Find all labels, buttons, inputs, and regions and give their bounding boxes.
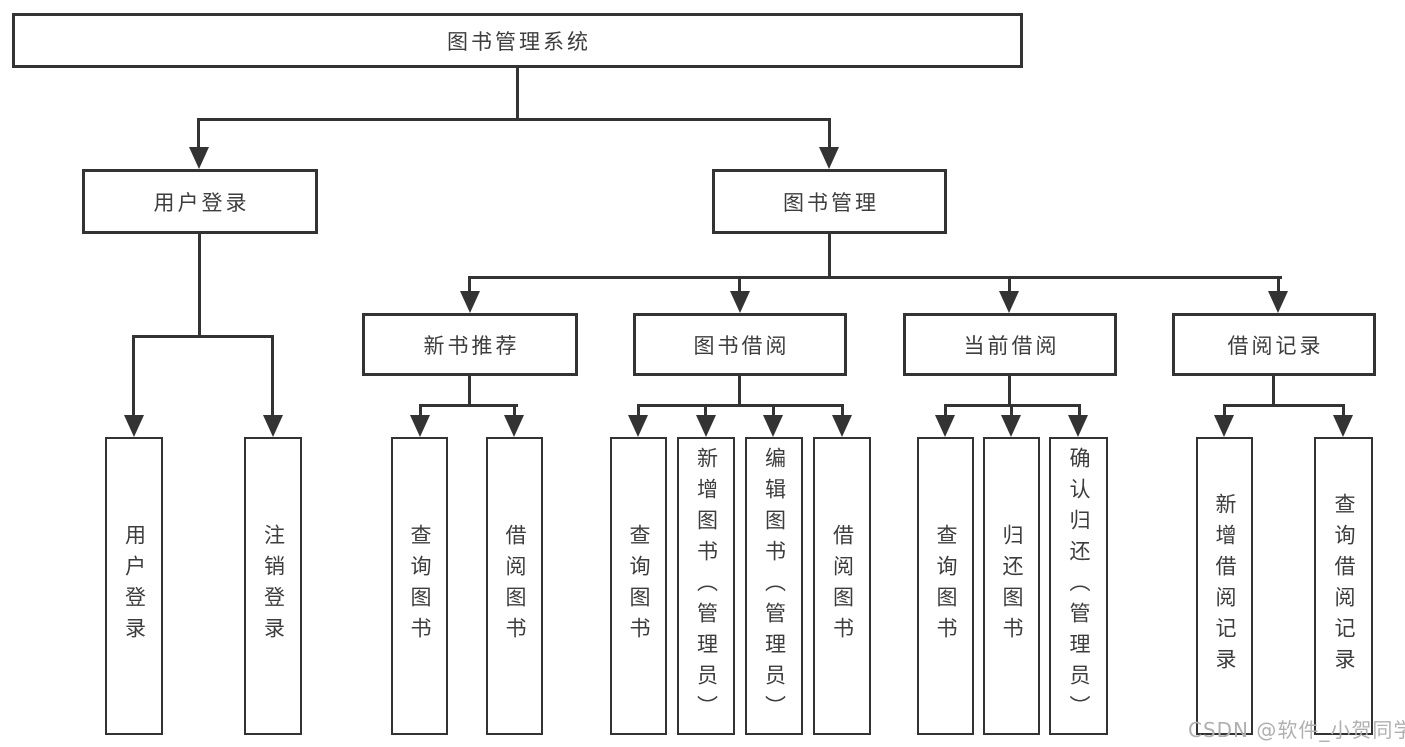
- connector-line: [1010, 404, 1013, 418]
- arrow-down-icon: [263, 415, 283, 437]
- arrow-down-icon: [1333, 415, 1353, 437]
- leaf-confirm-return-admin: 确认归还（管理员）: [1049, 437, 1108, 735]
- arrow-down-icon: [189, 147, 209, 169]
- arrow-down-icon: [504, 415, 524, 437]
- leaf-user-login: 用户登录: [105, 437, 163, 735]
- arrow-down-icon: [763, 415, 783, 437]
- arrow-down-icon: [628, 415, 648, 437]
- node-book-borrow: 图书借阅: [633, 313, 847, 376]
- connector-line: [271, 335, 274, 417]
- connector-line: [468, 276, 1282, 279]
- connector-line: [468, 276, 471, 294]
- connector-line: [1223, 404, 1345, 407]
- leaf-borrow-book: 借阅图书: [813, 437, 871, 735]
- arrow-down-icon: [832, 415, 852, 437]
- arrow-down-icon: [460, 291, 480, 313]
- arrow-down-icon: [1068, 415, 1088, 437]
- connector-line: [197, 118, 200, 150]
- node-root: 图书管理系统: [12, 13, 1023, 68]
- connector-line: [828, 118, 831, 150]
- connector-line: [841, 404, 844, 418]
- connector-line: [513, 404, 516, 418]
- arrow-down-icon: [730, 291, 750, 313]
- arrow-down-icon: [124, 415, 144, 437]
- leaf-logout: 注销登录: [244, 437, 302, 735]
- leaf-query-book-recommend: 查询图书: [391, 437, 448, 735]
- arrow-down-icon: [410, 415, 430, 437]
- connector-line: [704, 404, 707, 418]
- connector-line: [419, 404, 518, 407]
- leaf-query-book-current: 查询图书: [917, 437, 974, 735]
- connector-line: [637, 404, 844, 407]
- connector-line: [198, 234, 201, 338]
- connector-line: [1277, 276, 1280, 294]
- connector-line: [738, 376, 741, 406]
- connector-line: [1223, 404, 1226, 418]
- connector-line: [468, 376, 471, 406]
- connector-line: [772, 404, 775, 418]
- arrow-down-icon: [935, 415, 955, 437]
- node-user-login-group: 用户登录: [82, 169, 318, 234]
- leaf-query-borrow-record: 查询借阅记录: [1314, 437, 1373, 735]
- node-current-borrow: 当前借阅: [903, 313, 1117, 376]
- csdn-watermark: CSDN @软件_小贺同学: [1188, 718, 1405, 742]
- connector-line: [516, 67, 519, 120]
- connector-line: [1078, 404, 1081, 418]
- node-borrow-records: 借阅记录: [1172, 313, 1376, 376]
- connector-line: [1008, 276, 1011, 294]
- connector-line: [828, 234, 831, 279]
- leaf-borrow-book-recommend: 借阅图书: [486, 437, 543, 735]
- leaf-add-book-admin: 新增图书（管理员）: [677, 437, 735, 735]
- connector-line: [132, 335, 135, 417]
- connector-line: [1272, 376, 1275, 406]
- leaf-return-book: 归还图书: [983, 437, 1040, 735]
- arrow-down-icon: [999, 291, 1019, 313]
- leaf-query-book-borrow: 查询图书: [610, 437, 667, 735]
- connector-line: [637, 404, 640, 418]
- leaf-add-borrow-record: 新增借阅记录: [1196, 437, 1253, 735]
- connector-line: [197, 118, 831, 121]
- node-book-management: 图书管理: [712, 169, 947, 234]
- connector-line: [944, 404, 947, 418]
- arrow-down-icon: [696, 415, 716, 437]
- arrow-down-icon: [819, 147, 839, 169]
- connector-line: [1342, 404, 1345, 418]
- connector-line: [419, 404, 422, 418]
- node-new-book-recommend: 新书推荐: [362, 313, 578, 376]
- connector-line: [1008, 376, 1011, 406]
- arrow-down-icon: [1268, 291, 1288, 313]
- arrow-down-icon: [1001, 415, 1021, 437]
- leaf-edit-book-admin: 编辑图书（管理员）: [745, 437, 803, 735]
- connector-line: [738, 276, 741, 294]
- arrow-down-icon: [1214, 415, 1234, 437]
- connector-line: [132, 335, 274, 338]
